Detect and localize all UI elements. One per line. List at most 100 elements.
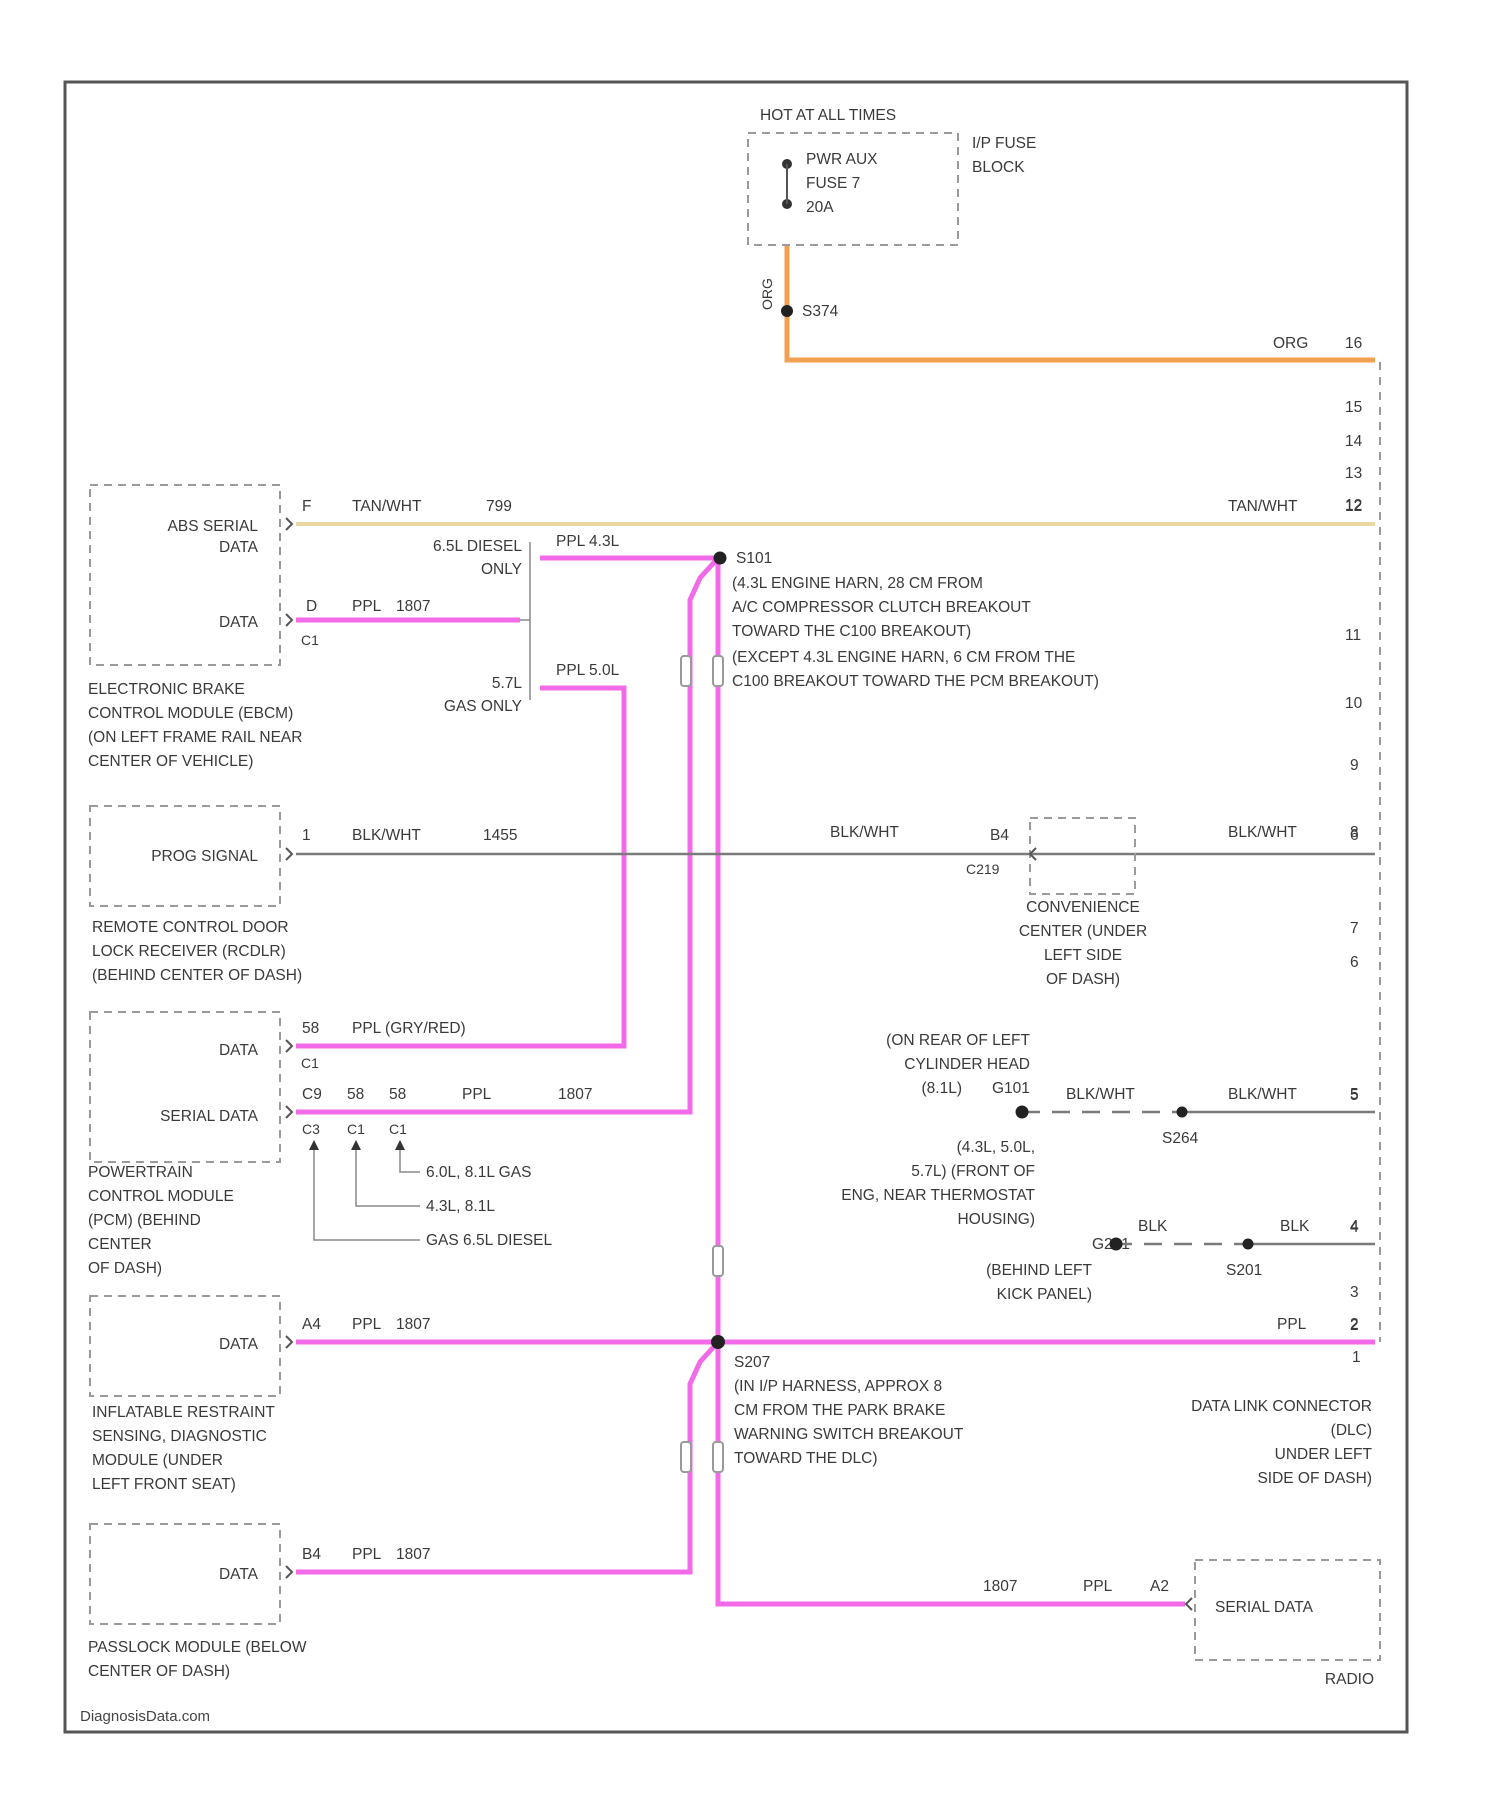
g101-note-3: (8.1L) bbox=[922, 1080, 963, 1097]
sdm-dlc-pin: 2 bbox=[1350, 1316, 1359, 1333]
s201-id: S201 bbox=[1226, 1262, 1262, 1279]
dlc-pin: 11 bbox=[1345, 627, 1361, 644]
pcm-name-3: (PCM) (BEHIND bbox=[88, 1212, 201, 1229]
sdm-name-3: MODULE (UNDER bbox=[92, 1452, 223, 1469]
s101-note-3: TOWARD THE C100 BREAKOUT) bbox=[732, 623, 971, 640]
radio-name: RADIO bbox=[1325, 1671, 1374, 1688]
convenience-center-1: CONVENIENCE bbox=[1026, 899, 1140, 916]
splice-s207 bbox=[711, 1335, 725, 1349]
sdm-circuit: 1807 bbox=[396, 1316, 430, 1333]
sdm-pin: A4 bbox=[302, 1316, 321, 1333]
splice-s201 bbox=[1243, 1239, 1254, 1250]
rcdlr-name-1: REMOTE CONTROL DOOR bbox=[92, 919, 289, 936]
dlc-label-2: (DLC) bbox=[1331, 1422, 1372, 1439]
passlock-data-label: DATA bbox=[219, 1566, 259, 1583]
connector-tip-icon bbox=[1186, 1598, 1192, 1610]
dlc-tan-wht-label: TAN/WHT bbox=[1228, 498, 1298, 515]
pcm-name-2: CONTROL MODULE bbox=[88, 1188, 234, 1205]
splice-s101-label: S101 bbox=[736, 550, 772, 567]
passlock-pin: B4 bbox=[302, 1546, 321, 1563]
pcm-name-5: OF DASH) bbox=[88, 1260, 162, 1277]
ebcm-abs-pin: F bbox=[302, 498, 311, 515]
rcdlr-dlc-wire-color: BLK/WHT bbox=[1228, 824, 1297, 841]
power-header: HOT AT ALL TIMES bbox=[760, 107, 896, 124]
dlc-pin-12-label: 12 bbox=[1345, 498, 1362, 515]
rcdlr-wire-color: BLK/WHT bbox=[352, 827, 421, 844]
rcdlr-center-pin: B4 bbox=[990, 827, 1009, 844]
s207-note-2: CM FROM THE PARK BRAKE bbox=[734, 1402, 945, 1419]
rcdlr-pin: 1 bbox=[302, 827, 311, 844]
ebcm-variant-diesel-2: ONLY bbox=[481, 561, 522, 578]
sdm-wire: PPL bbox=[352, 1316, 382, 1333]
g101-id: G101 bbox=[992, 1080, 1030, 1097]
splice-s374 bbox=[781, 305, 793, 317]
rcdlr-name-2: LOCK RECEIVER (RCDLR) bbox=[92, 943, 286, 960]
harness-clip bbox=[681, 1442, 691, 1472]
pcm-name-4: CENTER bbox=[88, 1236, 152, 1253]
g101-note2-4: HOUSING) bbox=[958, 1211, 1036, 1228]
ebcm-variant-gas-1: 5.7L bbox=[492, 675, 523, 692]
dlc-pin: 15 bbox=[1345, 399, 1362, 416]
dlc-pin: 7 bbox=[1350, 920, 1359, 937]
rcdlr-dlc-pin: 6 bbox=[1350, 827, 1359, 844]
ebcm-variant-diesel-wire: PPL 4.3L bbox=[556, 533, 620, 550]
passlock-name-2: CENTER OF DASH) bbox=[88, 1663, 230, 1680]
convenience-center-box bbox=[1030, 818, 1135, 894]
fuse-label-2: FUSE 7 bbox=[806, 175, 860, 192]
pcm-variant-2: 4.3L, 8.1L bbox=[426, 1198, 495, 1215]
passlock-name-1: PASSLOCK MODULE (BELOW bbox=[88, 1639, 307, 1656]
arrow-up-icon bbox=[351, 1140, 361, 1150]
convenience-center-4: OF DASH) bbox=[1046, 971, 1120, 988]
s207-note-1: (IN I/P HARNESS, APPROX 8 bbox=[734, 1378, 942, 1395]
pcm-data-wire: PPL (GRY/RED) bbox=[352, 1020, 466, 1037]
watermark: DiagnosisData.com bbox=[80, 1708, 210, 1725]
radio-circuit: 1807 bbox=[983, 1578, 1017, 1595]
g101-dlc-wire: BLK/WHT bbox=[1228, 1086, 1297, 1103]
wire-gas-to-pcm bbox=[296, 688, 624, 1046]
pcm-conn-a: C3 bbox=[302, 1121, 320, 1137]
pcm-serial-pin-b: 58 bbox=[347, 1086, 364, 1103]
dlc-label-1: DATA LINK CONNECTOR bbox=[1191, 1398, 1372, 1415]
wire-s207-to-passlock bbox=[296, 1342, 718, 1572]
g201-note-2: KICK PANEL) bbox=[997, 1286, 1092, 1303]
g101-note2-1: (4.3L, 5.0L, bbox=[957, 1139, 1035, 1156]
g101-note-2: CYLINDER HEAD bbox=[904, 1056, 1030, 1073]
sdm-name-4: LEFT FRONT SEAT) bbox=[92, 1476, 236, 1493]
splice-s374-label: S374 bbox=[802, 303, 839, 320]
pcm-conn-c: C1 bbox=[389, 1121, 407, 1137]
dlc-pin-16: 16 bbox=[1345, 335, 1362, 352]
rcdlr-center-connector: C219 bbox=[966, 861, 1000, 877]
ground-g101 bbox=[1016, 1106, 1029, 1119]
ebcm-data-pin: D bbox=[306, 598, 317, 615]
pcm-serial-wire: PPL bbox=[462, 1086, 492, 1103]
fuse-block-label-2: BLOCK bbox=[972, 159, 1025, 176]
connector-tip-icon bbox=[286, 614, 292, 626]
splice-s264 bbox=[1177, 1107, 1188, 1118]
pcm-name-1: POWERTRAIN bbox=[88, 1164, 193, 1181]
sdm-name-2: SENSING, DIAGNOSTIC bbox=[92, 1428, 267, 1445]
rcdlr-name-3: (BEHIND CENTER OF DASH) bbox=[92, 967, 302, 984]
pcm-data-pin: 58 bbox=[302, 1020, 319, 1037]
s207-note-4: TOWARD THE DLC) bbox=[734, 1450, 878, 1467]
s101-note-1: (4.3L ENGINE HARN, 28 CM FROM bbox=[732, 575, 983, 592]
ebcm-name-3: (ON LEFT FRAME RAIL NEAR bbox=[88, 729, 302, 746]
dlc-pin: 6 bbox=[1350, 954, 1359, 971]
dlc-pin: 10 bbox=[1345, 695, 1363, 712]
pcm-data-connector: C1 bbox=[301, 1055, 319, 1071]
ebcm-variant-gas-wire: PPL 5.0L bbox=[556, 662, 620, 679]
pcm-serial-circuit: 1807 bbox=[558, 1086, 592, 1103]
g201-wire: BLK bbox=[1138, 1218, 1168, 1235]
ebcm-abs-wire-color: TAN/WHT bbox=[352, 498, 422, 515]
s101-note-2: A/C COMPRESSOR CLUTCH BREAKOUT bbox=[732, 599, 1031, 616]
g101-note2-2: 5.7L) (FRONT OF bbox=[911, 1163, 1035, 1180]
s101-note-4: (EXCEPT 4.3L ENGINE HARN, 6 CM FROM THE bbox=[732, 649, 1075, 666]
convenience-center-2: CENTER (UNDER bbox=[1019, 923, 1147, 940]
pcm-variant-arrows bbox=[309, 1140, 405, 1150]
dlc-pin: 9 bbox=[1350, 757, 1359, 774]
connector-tip-icon bbox=[286, 1106, 292, 1118]
ebcm-abs-label-1: ABS SERIAL bbox=[168, 518, 259, 535]
fuse-block-label-1: I/P FUSE bbox=[972, 135, 1036, 152]
harness-clip bbox=[713, 656, 723, 686]
connector-tip-icon bbox=[286, 518, 292, 530]
pcm-variant-3: GAS 6.5L DIESEL bbox=[426, 1232, 552, 1249]
